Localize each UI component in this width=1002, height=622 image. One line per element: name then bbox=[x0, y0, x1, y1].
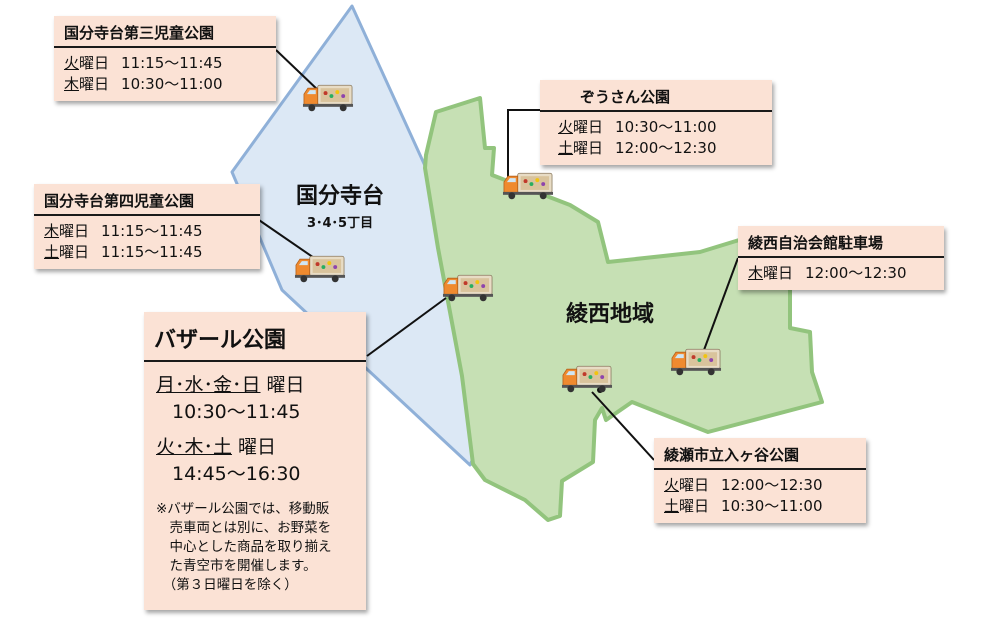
day-suffix: 曜日 bbox=[679, 476, 710, 494]
location-name: 国分寺台第四児童公園 bbox=[34, 184, 260, 216]
day-suffix: 曜日 bbox=[79, 75, 110, 93]
location-name: 綾瀬市立入ヶ谷公園 bbox=[654, 438, 866, 470]
day-suffix: 曜日 bbox=[232, 436, 277, 458]
area-kokubunjidai-label: 国分寺台 3･4･5丁目 bbox=[296, 178, 384, 231]
truck-icon bbox=[442, 274, 494, 302]
day-suffix: 曜日 bbox=[59, 222, 90, 240]
location-name: 国分寺台第三児童公園 bbox=[54, 16, 276, 48]
location-name: バザール公園 bbox=[144, 312, 366, 362]
time-range: 12:00～12:30 bbox=[721, 476, 823, 494]
day-suffix: 曜日 bbox=[573, 139, 604, 157]
truck-icon bbox=[670, 348, 722, 376]
schedule-row: 木曜日 10:30～11:00 bbox=[64, 74, 266, 95]
area-kokubunjidai-sub: 3･4･5丁目 bbox=[306, 216, 374, 231]
location-name: 綾西自治会館駐車場 bbox=[738, 226, 944, 258]
time-range: 11:15～11:45 bbox=[101, 243, 203, 261]
schedule-row: 土曜日 12:00～12:30 bbox=[558, 138, 762, 159]
truck-icon bbox=[302, 84, 354, 112]
truck-icon bbox=[294, 255, 346, 283]
time-range: 14:45～16:30 bbox=[172, 463, 301, 485]
truck-icon bbox=[502, 172, 554, 200]
day-mark: 木 bbox=[748, 264, 764, 282]
schedule-row: 土曜日 10:30～11:00 bbox=[664, 496, 856, 517]
day-mark: 火 bbox=[64, 54, 80, 72]
day-suffix: 曜日 bbox=[763, 264, 794, 282]
time-range: 12:00～12:30 bbox=[805, 264, 907, 282]
day-mark: 木 bbox=[64, 75, 80, 93]
day-suffix: 曜日 bbox=[59, 243, 90, 261]
day-suffix: 曜日 bbox=[260, 374, 305, 396]
day-mark: 火 bbox=[558, 118, 574, 136]
time-range: 11:15～11:45 bbox=[121, 54, 223, 72]
day-suffix: 曜日 bbox=[679, 497, 710, 515]
time-range: 10:30～11:00 bbox=[615, 118, 717, 136]
day-mark: 火 bbox=[664, 476, 680, 494]
schedule-row: 火曜日 11:15～11:45 bbox=[64, 53, 266, 74]
truck-icon bbox=[561, 365, 613, 393]
days-list: 火･木･土 bbox=[156, 436, 233, 458]
day-mark: 土 bbox=[558, 139, 574, 157]
callout-bazaar: バザール公園 月･水･金･日 曜日 10:30～11:45 火･木･土 曜日 1… bbox=[144, 312, 366, 610]
time-range: 11:15～11:45 bbox=[101, 222, 203, 240]
days-list: 月･水･金･日 bbox=[156, 374, 261, 396]
day-mark: 木 bbox=[44, 222, 60, 240]
day-suffix: 曜日 bbox=[573, 118, 604, 136]
time-range: 10:30～11:00 bbox=[121, 75, 223, 93]
schedule-row: 木曜日 11:15～11:45 bbox=[44, 221, 250, 242]
area-kokubunjidai-name: 国分寺台 bbox=[296, 184, 385, 209]
leader-lines bbox=[255, 49, 739, 461]
schedule-row: 木曜日 12:00～12:30 bbox=[748, 263, 934, 284]
day-mark: 土 bbox=[44, 243, 60, 261]
time-range: 10:30～11:45 bbox=[172, 401, 301, 423]
day-suffix: 曜日 bbox=[79, 54, 110, 72]
schedule-row: 火曜日 10:30～11:00 bbox=[558, 117, 762, 138]
schedule-days: 月･水･金･日 曜日 bbox=[156, 372, 356, 399]
day-mark: 土 bbox=[664, 497, 680, 515]
schedule-days: 火･木･土 曜日 bbox=[156, 434, 356, 461]
location-name: ぞうさん公園 bbox=[540, 80, 772, 112]
callout-ryosai-jichikai: 綾西自治会館駐車場 木曜日 12:00～12:30 bbox=[738, 226, 944, 290]
area-ryosai-shape bbox=[423, 96, 824, 522]
schedule-row: 火曜日 12:00～12:30 bbox=[664, 475, 856, 496]
area-ryosai-label: 綾西地域 bbox=[566, 302, 655, 327]
schedule-row: 土曜日 11:15～11:45 bbox=[44, 242, 250, 263]
time-range: 12:00～12:30 bbox=[615, 139, 717, 157]
time-range: 10:30～11:00 bbox=[721, 497, 823, 515]
bazaar-note: ※バザール公園では、移動販 売車両とは別に、お野菜を 中心とした商品を取り揃え … bbox=[156, 501, 332, 593]
